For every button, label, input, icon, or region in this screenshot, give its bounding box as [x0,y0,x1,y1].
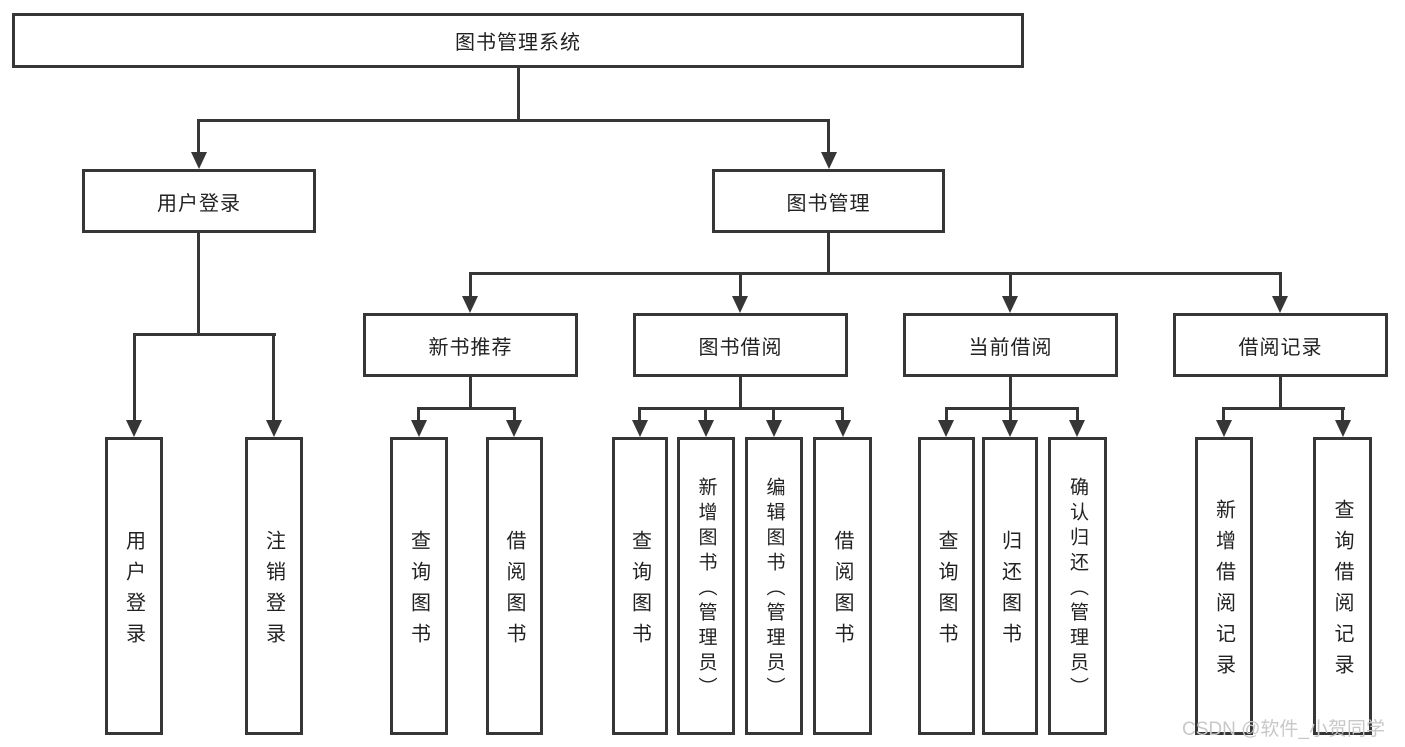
node-label: 用户登录 [122,529,145,654]
node-label: 查询图书 [407,529,430,654]
node-label: 新增借阅记录 [1212,498,1235,685]
node-label: 图书管理 [786,192,871,215]
connector-line [417,407,420,423]
leaf-query-books-recommend: 查询图书 [390,437,448,735]
node-borrowing-records: 借阅记录 [1173,313,1388,377]
connector-line [1009,272,1012,298]
connector-line [772,407,775,423]
leaf-add-borrow-record: 新增借阅记录 [1195,437,1253,735]
node-label: 编辑图书（管理员） [763,476,785,702]
node-label: 查询图书 [628,529,651,654]
node-label: 注销登录 [262,529,285,654]
connector-line [517,68,520,121]
connector-line [197,233,200,336]
node-label: 图书借阅 [698,336,783,359]
node-label: 借阅记录 [1238,336,1323,359]
connector-line [1009,407,1012,423]
connector-line [1341,407,1344,423]
connector-line [739,272,742,298]
node-label: 确认归还（管理员） [1067,476,1088,702]
node-current-borrowing: 当前借阅 [903,313,1118,377]
arrow-down-icon [698,420,714,437]
connector-line [638,407,641,423]
connector-line [1279,377,1282,410]
arrow-down-icon [411,420,427,437]
connector-line [469,377,472,410]
arrow-down-icon [1069,420,1085,437]
leaf-return-books: 归还图书 [982,437,1038,735]
arrow-down-icon [732,296,748,313]
node-library-management-system: 图书管理系统 [12,13,1024,68]
connector-line [704,407,707,423]
arrow-down-icon [1002,296,1018,313]
arrow-down-icon [1335,420,1351,437]
node-user-login: 用户登录 [82,169,316,233]
leaf-query-borrow-record: 查询借阅记录 [1313,437,1372,735]
node-label: 查询借阅记录 [1331,498,1353,685]
arrow-down-icon [191,152,207,169]
leaf-logout: 注销登录 [245,437,303,735]
node-label: 归还图书 [998,529,1021,654]
node-label: 新书推荐 [428,336,513,359]
connector-line [945,407,1079,410]
arrow-down-icon [1002,420,1018,437]
connector-line [1222,407,1345,410]
connector-line [945,407,948,423]
connector-line [133,333,276,336]
arrow-down-icon [835,420,851,437]
connector-line [841,407,844,423]
leaf-query-books-current: 查询图书 [918,437,975,735]
node-label: 当前借阅 [968,336,1053,359]
leaf-user-login: 用户登录 [105,437,163,735]
node-label: 图书管理系统 [455,32,581,54]
node-book-management: 图书管理 [712,169,945,233]
connector-line [197,119,200,155]
leaf-add-books-admin: 新增图书（管理员） [677,437,735,735]
arrow-down-icon [938,420,954,437]
leaf-borrow-books-borrowing: 借阅图书 [813,437,872,735]
arrow-down-icon [821,152,837,169]
connector-line [469,272,472,298]
node-label: 查询图书 [935,529,957,654]
connector-line [272,333,275,421]
arrow-down-icon [462,296,478,313]
leaf-confirm-return-admin: 确认归还（管理员） [1048,437,1107,735]
arrow-down-icon [506,420,522,437]
node-label: 借阅图书 [503,529,525,654]
csdn-watermark: CSDN @软件_小贺同学 [1182,719,1385,740]
connector-line [1222,407,1225,423]
arrow-down-icon [766,420,782,437]
arrow-down-icon [1272,296,1288,313]
connector-line [417,407,516,410]
node-book-borrowing: 图书借阅 [633,313,848,377]
arrow-down-icon [266,420,282,437]
arrow-down-icon [1216,420,1232,437]
arrow-down-icon [632,420,648,437]
arrow-down-icon [126,420,142,437]
connector-line [1076,407,1079,423]
node-label: 用户登录 [157,192,241,215]
node-label: 新增图书（管理员） [695,476,717,702]
leaf-query-books-borrowing: 查询图书 [612,437,668,735]
node-label: 借阅图书 [831,529,853,654]
connector-line [513,407,516,423]
connector-line [827,119,830,155]
connector-line [469,272,1282,275]
connector-line [638,407,844,410]
leaf-borrow-books-recommend: 借阅图书 [486,437,543,735]
connector-line [1009,377,1012,410]
leaf-edit-books-admin: 编辑图书（管理员） [745,437,803,735]
connector-line [1279,272,1282,298]
connector-line [739,377,742,410]
connector-line [197,119,830,122]
node-new-book-recommend: 新书推荐 [363,313,578,377]
connector-line [827,233,830,275]
connector-line [133,333,136,421]
